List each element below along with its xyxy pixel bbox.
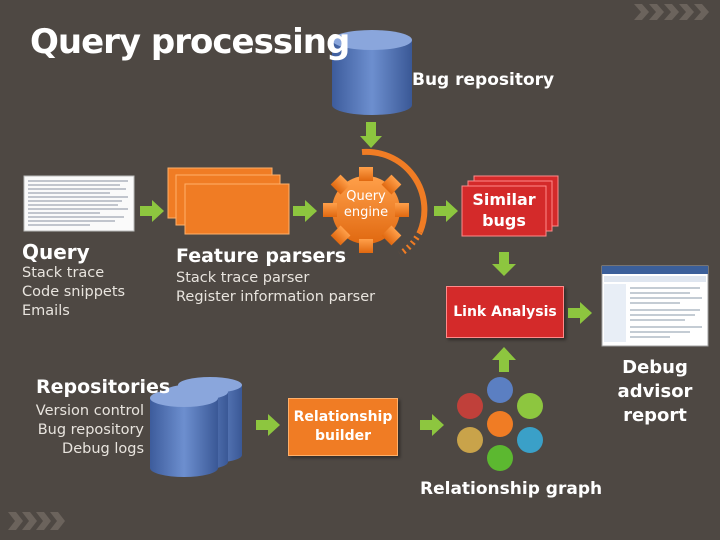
query-engine-line: Query (346, 189, 386, 204)
repositories-list: Version control Bug repository Debug log… (24, 402, 144, 459)
link-analysis-label: Link Analysis (453, 304, 557, 320)
query-item: Stack trace (22, 265, 105, 281)
arrow-engine-to-similar (434, 200, 458, 222)
feature-parser-boxes (167, 167, 290, 235)
feature-parsers-list: Stack trace parser Register information … (176, 269, 375, 307)
repository-item: Debug logs (62, 441, 144, 457)
similar-bugs-line: Similar (472, 190, 536, 209)
decorative-chevrons-bottom (8, 512, 65, 530)
debug-report-line: Debug (622, 357, 688, 378)
feature-parser-item: Stack trace parser (176, 270, 310, 286)
query-list: Stack trace Code snippets Emails (22, 264, 125, 321)
query-engine-line: engine (343, 205, 389, 220)
arrow-query-to-parsers (140, 200, 164, 222)
arrow-parsers-to-engine (293, 200, 317, 222)
link-analysis-box: Link Analysis (446, 286, 564, 338)
relationship-builder-line: builder (314, 428, 371, 444)
repositories-heading: Repositories (36, 376, 171, 398)
relationship-builder-label: Relationship builder (289, 399, 397, 446)
relationship-graph-label: Relationship graph (420, 479, 603, 499)
query-engine-label: Query engine (330, 189, 402, 221)
debug-advisor-report-icon (601, 265, 709, 347)
decorative-chevrons-top (634, 4, 709, 20)
repositories-db-icon (150, 377, 242, 477)
query-engine-gear-icon (323, 167, 409, 253)
debug-advisor-report-label: Debug advisor report (610, 356, 700, 428)
arrow-graph-to-link (492, 347, 516, 372)
repository-item: Version control (35, 403, 144, 419)
query-item: Emails (22, 303, 70, 319)
gear-rotation-arc (361, 148, 428, 257)
arrow-link-to-report (568, 302, 592, 324)
debug-report-line: advisor (617, 381, 693, 402)
debug-report-line: report (623, 405, 687, 426)
query-item: Code snippets (22, 284, 126, 300)
arrow-db-to-engine (360, 122, 382, 148)
similar-bugs-line: bugs (482, 211, 526, 230)
feature-parser-item: Register information parser (176, 289, 376, 305)
query-document-icon (23, 175, 135, 232)
arrow-similar-to-link (492, 252, 516, 276)
similar-bugs-boxes (461, 175, 559, 237)
page-title: Query processing (30, 22, 350, 62)
flow-arrows (140, 122, 592, 436)
bug-repository-db-icon (332, 30, 412, 115)
query-heading: Query (22, 240, 90, 264)
arrow-repos-to-builder (256, 414, 280, 436)
relationship-builder-box: Relationship builder (288, 398, 398, 456)
relationship-graph-icon (457, 377, 543, 471)
similar-bugs-label: Similar bugs (462, 189, 546, 231)
feature-parsers-heading: Feature parsers (176, 245, 347, 267)
bug-repository-label: Bug repository (412, 70, 555, 90)
repository-item: Bug repository (37, 422, 144, 438)
arrow-builder-to-graph (420, 414, 444, 436)
relationship-builder-line: Relationship (293, 409, 393, 425)
